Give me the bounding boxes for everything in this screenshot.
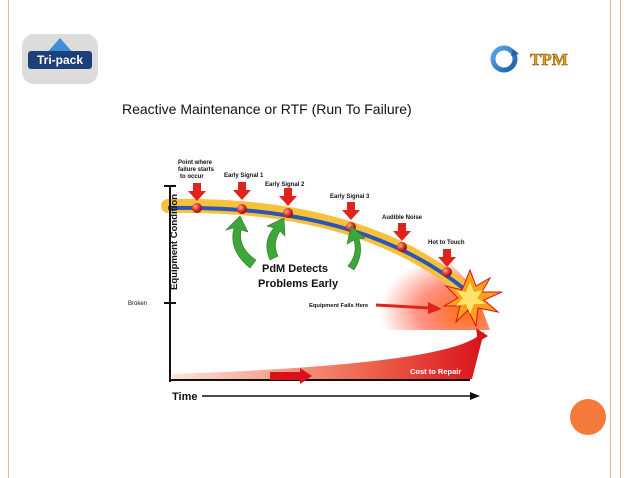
time-arrowhead xyxy=(470,392,480,400)
cost-progress-arrow xyxy=(270,368,312,384)
broken-label: Broken xyxy=(128,301,147,307)
point-where-line-3: to occur xyxy=(180,174,204,180)
point-where-line-1: Point where xyxy=(178,160,213,166)
condition-curve xyxy=(167,205,470,294)
cost-to-repair-label: Cost to Repair xyxy=(410,367,461,376)
point-where-line-2: failure starts xyxy=(178,167,215,173)
pdm-arrow-1 xyxy=(225,215,257,269)
signal-dots xyxy=(192,203,452,277)
tri-pack-logo: Tri-pack xyxy=(22,34,98,84)
signal-dot-2 xyxy=(237,204,247,214)
hot-to-touch-label: Hot to Touch xyxy=(428,240,465,246)
early-signal-2-label: Early Signal 2 xyxy=(265,182,305,188)
logo-text: Tri-pack xyxy=(28,51,92,69)
early-signal-3-label: Early Signal 3 xyxy=(330,194,370,200)
tpm-logo: TPM xyxy=(484,42,584,76)
tpm-text: TPM xyxy=(530,50,568,69)
signal-dot-6 xyxy=(442,267,452,277)
equipment-fails-arrow-line xyxy=(375,303,431,310)
right-border-line-2 xyxy=(620,0,621,478)
signal-arrow-2 xyxy=(233,182,251,200)
explosion-core xyxy=(456,282,486,314)
signal-dot-3 xyxy=(283,208,293,218)
equipment-fails-arrowhead xyxy=(428,302,442,314)
audible-noise-label: Audible Noise xyxy=(382,215,423,221)
run-to-failure-diagram: Equipment Condition Broken Time Cost to … xyxy=(128,160,503,403)
pdm-line-2: Problems Early xyxy=(258,278,339,290)
early-signal-1-label: Early Signal 1 xyxy=(224,173,264,179)
signal-dot-1 xyxy=(192,203,202,213)
signal-arrow-5 xyxy=(393,223,411,241)
slide-title: Reactive Maintenance or RTF (Run To Fail… xyxy=(122,101,412,117)
tpm-cycle-icon: TPM xyxy=(490,45,568,73)
signal-arrows xyxy=(188,182,456,267)
pdm-line-1: PdM Detects xyxy=(262,263,328,275)
y-axis-label: Equipment Condition xyxy=(169,194,180,290)
pdm-arrow-3 xyxy=(346,225,366,271)
equipment-fails-label: Equipment Fails Here xyxy=(309,303,369,309)
logo-triangle-icon xyxy=(46,38,74,54)
cost-arrowhead xyxy=(476,328,488,342)
failure-glow xyxy=(300,205,490,330)
signal-arrow-4 xyxy=(342,202,360,220)
time-label: Time xyxy=(172,391,197,403)
right-border-line-1 xyxy=(610,0,611,478)
corner-decoration-circle xyxy=(570,399,606,435)
pdm-arrows xyxy=(225,215,366,271)
signal-arrow-3 xyxy=(279,188,297,206)
left-border-line xyxy=(8,0,9,478)
signal-arrow-1 xyxy=(188,183,206,201)
cost-to-repair-wedge xyxy=(172,332,484,379)
pdm-arrow-2 xyxy=(266,217,286,261)
signal-arrow-6 xyxy=(438,249,456,267)
signal-dot-5 xyxy=(397,242,407,252)
